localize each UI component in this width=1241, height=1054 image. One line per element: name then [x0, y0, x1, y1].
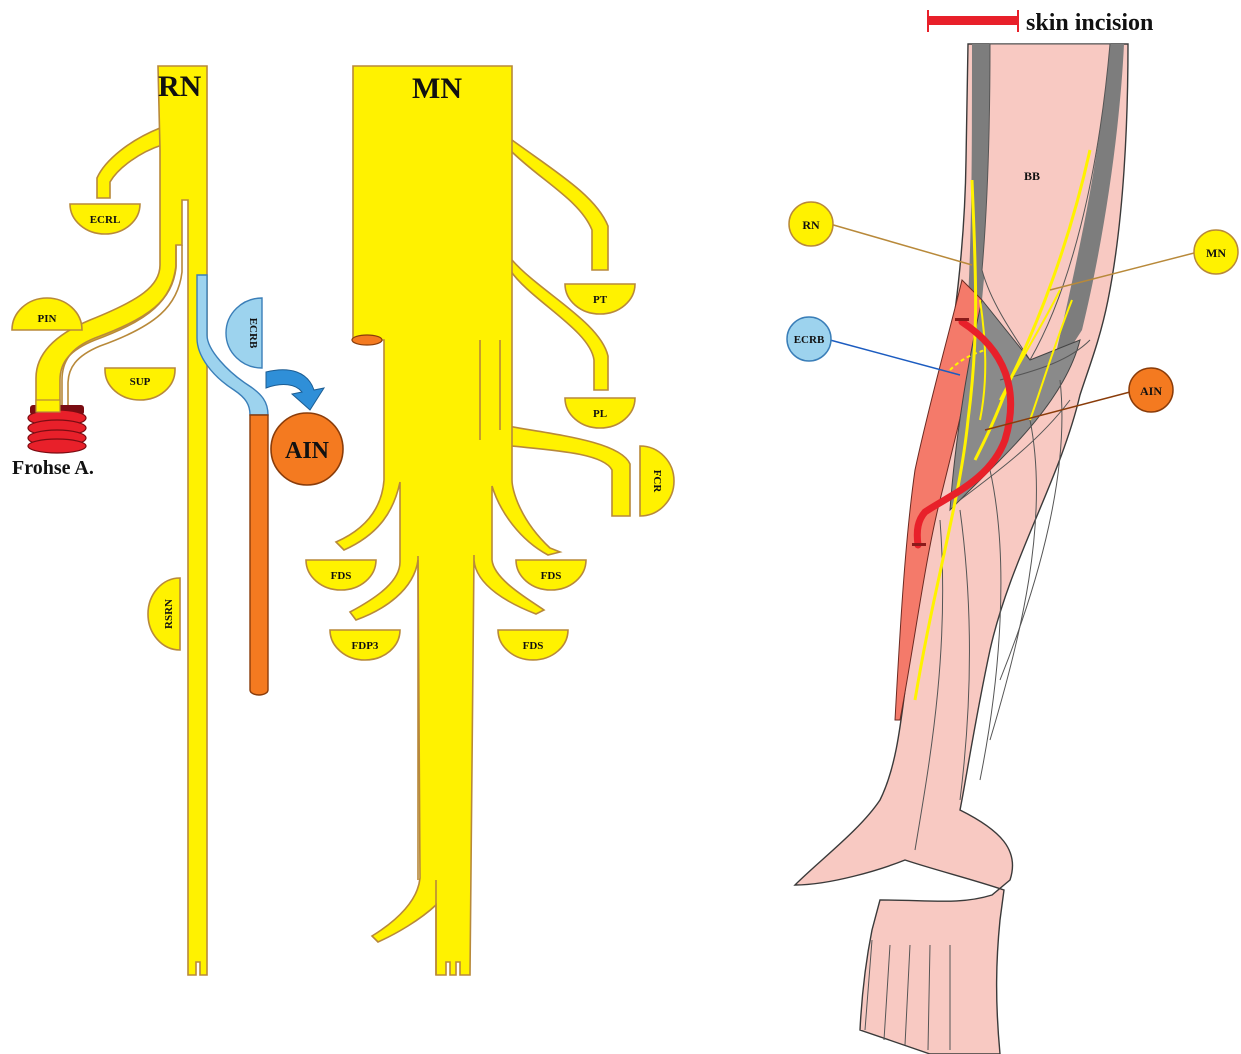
- fdp3-label: FDP3: [352, 640, 379, 652]
- radial-nerve-schematic: Frohse A. RN ECRL PIN SUP RSRN ECRB AIN: [12, 66, 343, 975]
- sup-label: SUP: [130, 376, 151, 388]
- pl-branch: [510, 260, 608, 390]
- ecrl-label: ECRL: [90, 214, 121, 226]
- arm-mn-label: MN: [1206, 246, 1226, 260]
- bb-label: BB: [1024, 169, 1040, 183]
- rsrn-label: RSRN: [163, 599, 175, 629]
- arm-ain-label: AIN: [1140, 384, 1162, 398]
- radial-nerve-trunk: [36, 66, 207, 975]
- frohse-label: Frohse A.: [12, 457, 94, 479]
- pt-label: PT: [593, 294, 608, 306]
- median-nerve-trunk: [336, 66, 560, 975]
- pl-label: PL: [593, 408, 607, 420]
- ecrl-branch: [97, 128, 162, 198]
- mn-title-label: MN: [412, 72, 462, 105]
- fcr-label: FCR: [651, 470, 663, 494]
- fds-label-2: FDS: [541, 570, 562, 582]
- pin-label: PIN: [38, 313, 57, 325]
- arm-rn-label: RN: [802, 218, 820, 232]
- ain-stump: [352, 335, 382, 345]
- rn-title-label: RN: [158, 70, 202, 103]
- ecrb-label: ECRB: [247, 318, 259, 349]
- median-nerve-schematic: MN PT PL FCR FDS FDS FDP3 FDS: [306, 66, 674, 975]
- arm-illustration: skin incision: [787, 10, 1238, 1054]
- ain-graft: [250, 415, 268, 695]
- fds-label-1: FDS: [331, 570, 352, 582]
- arm-ecrb-label: ECRB: [794, 334, 825, 346]
- frohse-arcade-icon: [28, 400, 86, 453]
- incision-legend-bar: [928, 16, 1018, 25]
- transfer-arrow-icon: [266, 370, 324, 410]
- skin-incision-label: skin incision: [1026, 10, 1153, 36]
- ain-label: AIN: [285, 438, 330, 464]
- fds-label-3: FDS: [523, 640, 544, 652]
- pt-branch: [510, 140, 608, 270]
